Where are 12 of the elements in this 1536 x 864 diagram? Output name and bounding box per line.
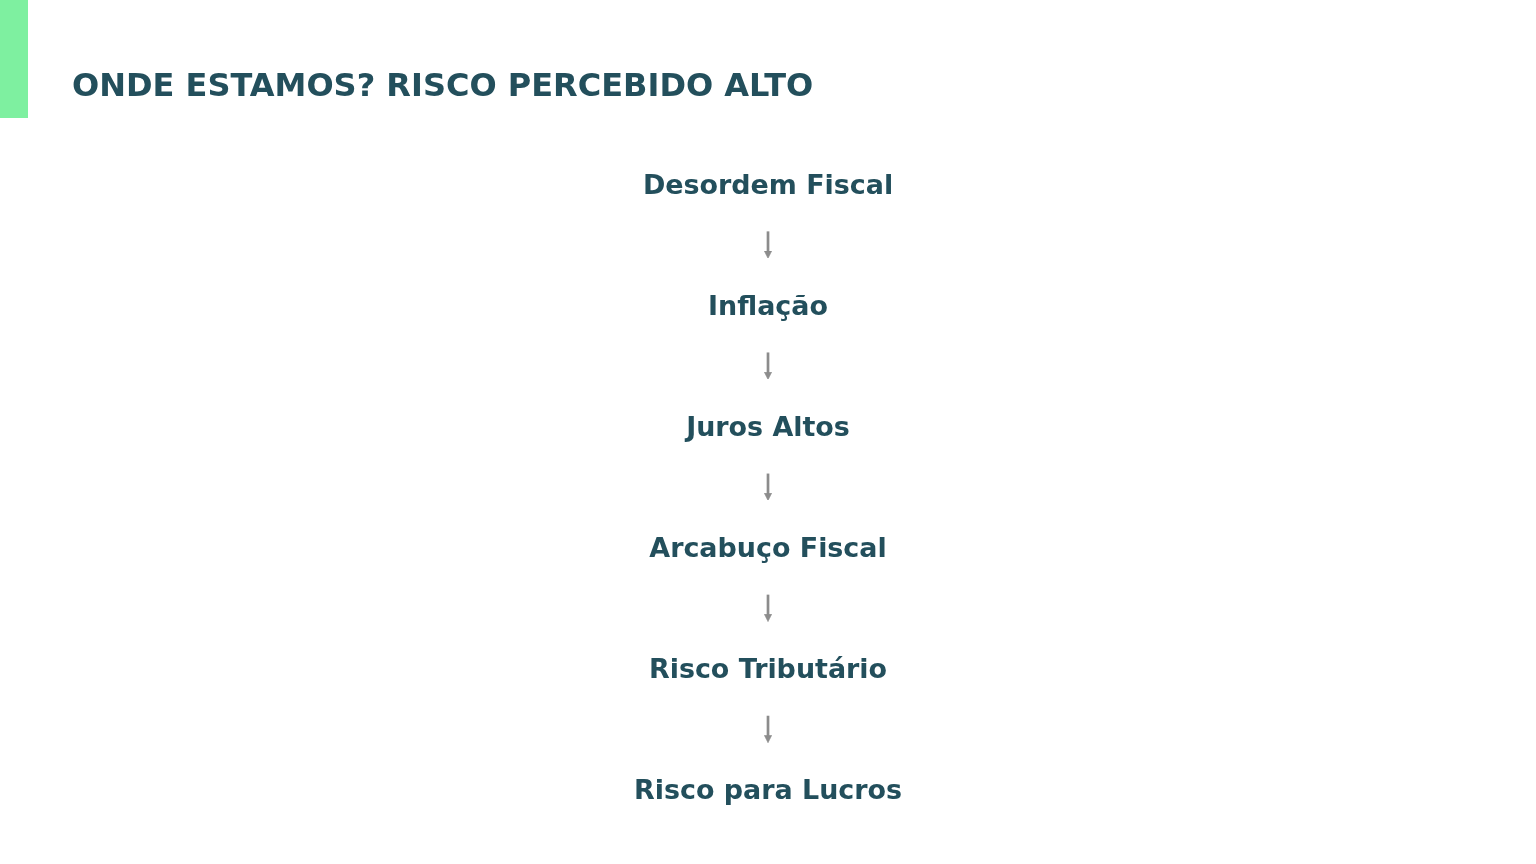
- slide-title: ONDE ESTAMOS? RISCO PERCEBIDO ALTO: [72, 66, 814, 104]
- arrow: [764, 594, 772, 622]
- node-text: Risco Tributário: [648, 652, 888, 685]
- node-text: Desordem Fiscal: [642, 168, 894, 200]
- node-text: Juros Altos: [686, 410, 850, 443]
- arrow: [764, 473, 772, 501]
- node-text: Risco para Lucros: [633, 774, 903, 806]
- node-text: Inflação: [708, 289, 828, 322]
- arrow: [764, 715, 772, 743]
- arrow: [764, 231, 772, 259]
- node-text: Arcabuço Fiscal: [649, 531, 887, 564]
- arrow: [764, 352, 772, 380]
